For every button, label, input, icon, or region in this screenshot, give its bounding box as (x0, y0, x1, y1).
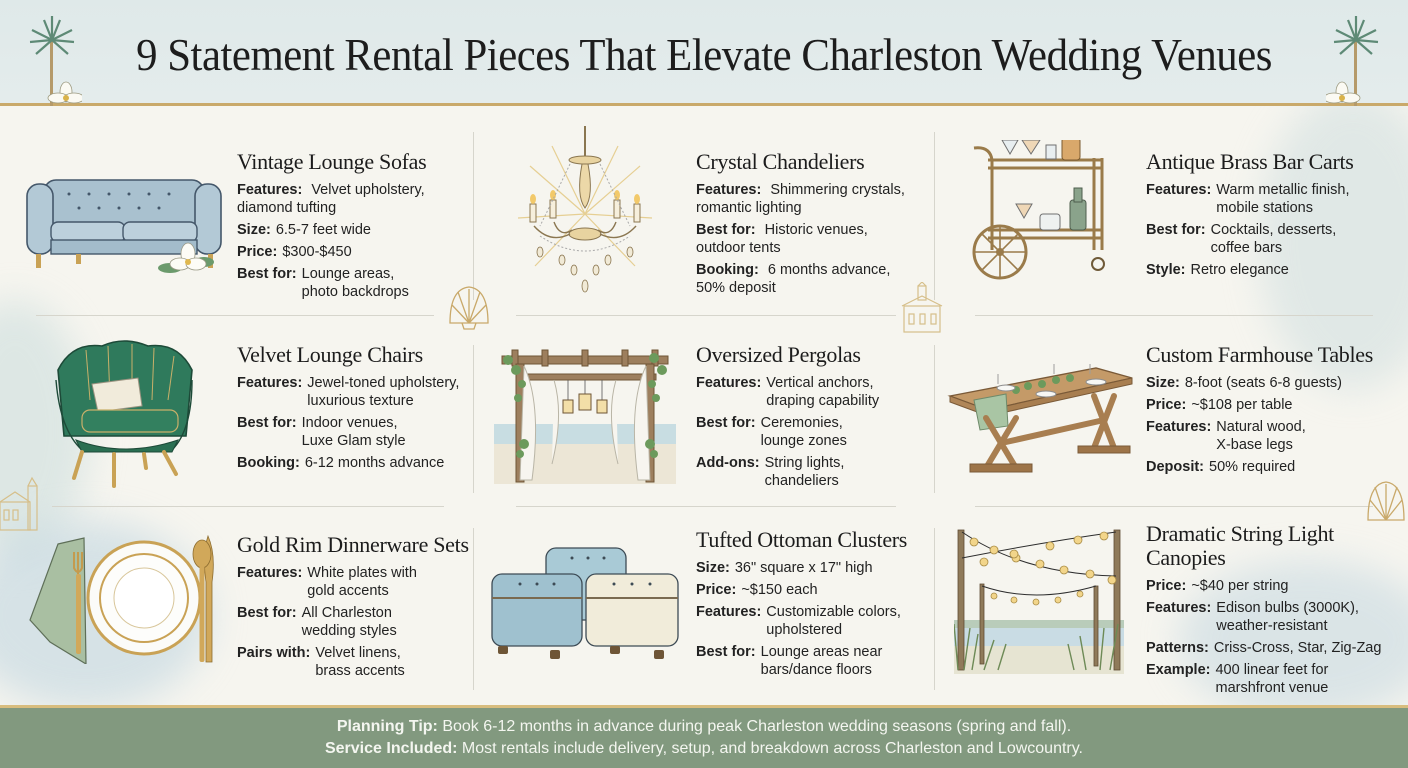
item-title: Oversized Pergolas (696, 342, 861, 367)
row-divider (516, 506, 896, 507)
size-row: Size:8-foot (seats 6-8 guests) (1146, 375, 1343, 391)
item-title: Dramatic String Light Canopies (1146, 521, 1334, 570)
spoon-icon (192, 539, 212, 662)
example-row: Example:400 linear feet for marshfront v… (1146, 662, 1329, 696)
palmetto-magnolia-icon (29, 16, 82, 106)
best-for-row: Best for:Ceremonies, lounge zones (696, 415, 847, 449)
feature-row: Features: Shimmering crystals, romantic … (696, 182, 905, 216)
feature-row: Features:Jewel-toned upholstery, luxurio… (237, 375, 460, 409)
price-row: Price:~$150 each (696, 582, 818, 598)
best-for-row: Best for:All Charleston wedding styles (237, 605, 397, 639)
booking-row: Booking: 6 months advance, 50% deposit (696, 262, 891, 296)
farmhouse-table-icon (947, 364, 1133, 473)
pairs-with-row: Pairs with:Velvet linens, brass accents (237, 645, 405, 679)
historic-building-icon (0, 476, 38, 531)
place-setting-icon (29, 534, 214, 664)
tufted-sofa-icon (26, 179, 222, 273)
feature-row: Features:Vertical anchors, draping capab… (696, 375, 880, 409)
deposit-row: Deposit:50% required (1146, 459, 1296, 475)
price-row: Price:~$108 per table (1146, 397, 1293, 413)
pergola-icon (494, 349, 676, 484)
best-for-row: Best for: Historic venues, outdoor tents (696, 222, 868, 256)
feature-row: Features:Customizable colors, upholstere… (696, 604, 901, 638)
patterns-row: Patterns:Criss-Cross, Star, Zig-Zag (1146, 640, 1382, 656)
item-title: Tufted Ottoman Clusters (696, 527, 908, 552)
price-row: Price:~$40 per string (1146, 578, 1289, 594)
feature-row: Features:Edison bulbs (3000K), weather-r… (1146, 600, 1359, 634)
row-divider (975, 315, 1373, 316)
header-banner: 9 Statement Rental Pieces That Elevate C… (0, 0, 1408, 106)
add-ons-row: Add-ons:String lights, chandeliers (696, 455, 845, 489)
item-title: Custom Farmhouse Tables (1146, 342, 1374, 367)
best-for-row: Best for:Lounge areas near bars/dance fl… (696, 644, 883, 678)
historic-building-icon (901, 282, 943, 333)
size-row: Size:6.5-7 feet wide (237, 222, 371, 238)
row-divider (52, 506, 444, 507)
style-row: Style:Retro elegance (1146, 262, 1289, 278)
palmetto-magnolia-icon (1326, 16, 1379, 106)
item-title: Gold Rim Dinnerware Sets (237, 532, 469, 557)
item-title: Vintage Lounge Sofas (237, 149, 427, 174)
item-title: Crystal Chandeliers (696, 149, 865, 174)
page-title: 9 Statement Rental Pieces That Elevate C… (136, 29, 1272, 80)
feature-row: Features:Warm metallic finish, mobile st… (1146, 182, 1350, 216)
best-for-row: Best for:Indoor venues, Luxe Glam style (237, 415, 406, 449)
feature-row: Features: Velvet upholstery, diamond tuf… (237, 182, 425, 216)
row-divider (975, 506, 1373, 507)
bar-cart-icon (972, 140, 1105, 280)
feature-row: Features:White plates with gold accents (237, 565, 417, 599)
column-divider (934, 528, 935, 690)
column-divider (934, 345, 935, 493)
chandelier-icon (517, 126, 653, 293)
column-divider (934, 132, 935, 300)
column-divider (473, 528, 474, 690)
velvet-chair-icon (55, 340, 193, 488)
booking-row: Booking:6-12 months advance (237, 455, 445, 471)
string-lights-icon (954, 529, 1124, 674)
row-divider (516, 315, 896, 316)
item-title: Antique Brass Bar Carts (1146, 149, 1354, 174)
footer-banner: Planning Tip: Book 6-12 months in advanc… (0, 705, 1408, 768)
ottoman-cluster-icon (491, 547, 679, 659)
best-for-row: Best for:Lounge areas, photo backdrops (237, 266, 409, 300)
service-included: Service Included: Most rentals include d… (324, 740, 1083, 757)
best-for-row: Best for:Cocktails, desserts, coffee bar… (1146, 222, 1337, 256)
column-divider (473, 132, 474, 300)
seashell-icon (1367, 481, 1405, 521)
price-row: Price:$300-$450 (237, 244, 352, 260)
row-divider (36, 315, 434, 316)
column-divider (473, 345, 474, 493)
seashell-icon (449, 286, 489, 330)
item-title: Velvet Lounge Chairs (237, 342, 423, 367)
size-row: Size:36" square x 17" high (696, 560, 873, 576)
feature-row: Features:Natural wood, X-base legs (1146, 419, 1306, 453)
planning-tip: Planning Tip: Book 6-12 months in advanc… (336, 718, 1072, 735)
